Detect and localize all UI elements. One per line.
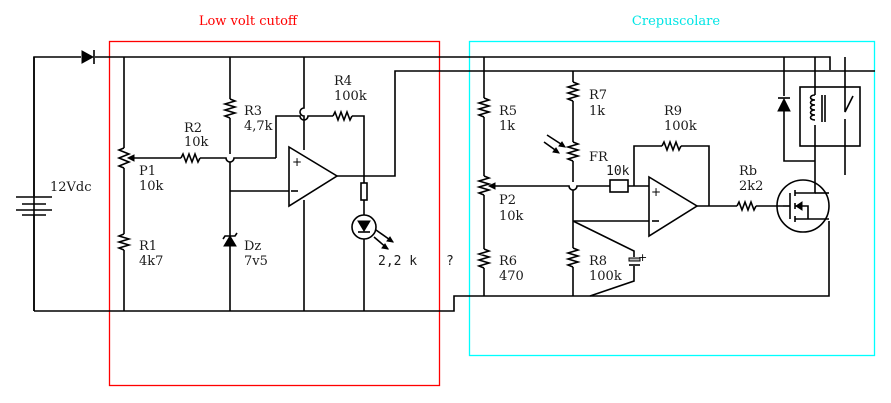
opamp-1-icon: +: [288, 145, 339, 208]
dz-value: 7v5: [244, 254, 268, 269]
r4-resistor-icon: [332, 109, 353, 123]
relay-icon: [799, 57, 861, 175]
r1-resistor-icon: [116, 233, 132, 251]
input-resistor-icon: [609, 179, 629, 193]
rb-ref: Rb: [739, 164, 757, 179]
r7-value: 1k: [589, 104, 605, 119]
battery-icon: [16, 57, 52, 311]
svg-text:+: +: [638, 251, 647, 264]
r3-value: 4,7k: [244, 119, 273, 134]
bottom-rail: [34, 221, 830, 312]
led-icon: [351, 214, 394, 250]
r4-value: 100k: [334, 89, 367, 104]
opamp-2-icon: +: [648, 175, 699, 238]
r8-resistor-icon: [565, 247, 581, 268]
r5-ref: R5: [499, 104, 517, 119]
r1-ref: R1: [139, 239, 157, 254]
led-value: 2,2 k: [378, 254, 417, 269]
mosfet-icon: [776, 179, 830, 233]
r6-ref: R6: [499, 254, 517, 269]
r8-ref: R8: [589, 254, 607, 269]
crepuscolare-box: [468, 40, 876, 357]
r2-value: 10k: [184, 135, 209, 150]
led-resistor-icon: [360, 182, 368, 201]
r7-resistor-icon: [565, 81, 581, 102]
light-arrows-icon: [543, 134, 566, 154]
rb-value: 2k2: [739, 179, 763, 194]
low-volt-cutoff-title: Low volt cutoff: [199, 14, 299, 29]
supply-diode-icon: [81, 50, 95, 64]
p2-ref: P2: [499, 193, 516, 208]
r6-value: 470: [499, 269, 524, 284]
r5-value: 1k: [499, 119, 515, 134]
p1-value: 10k: [139, 179, 164, 194]
rb-resistor-icon: [736, 199, 757, 213]
r9-value: 100k: [664, 119, 697, 134]
svg-text:+: +: [651, 185, 661, 199]
r3-ref: R3: [244, 104, 262, 119]
input-resistor-value: 10k: [606, 164, 630, 179]
fr-ref: FR: [589, 150, 609, 165]
photoresistor-icon: [565, 141, 581, 162]
r4-ref: R4: [334, 74, 352, 89]
r5-resistor-icon: [476, 97, 492, 118]
low-volt-cutoff-box: [108, 40, 441, 387]
led-note: ?: [446, 254, 454, 269]
supply-label: 12Vdc: [50, 180, 92, 195]
r2-ref: R2: [184, 121, 202, 136]
p1-potentiometer-icon: [116, 147, 132, 169]
p1-ref: P1: [139, 164, 156, 179]
r8-value: 100k: [589, 269, 622, 284]
r2-resistor-icon: [180, 151, 201, 165]
r1-value: 4k7: [139, 254, 163, 269]
r6-resistor-icon: [476, 248, 492, 269]
r9-resistor-icon: [661, 139, 682, 153]
capacitor-icon: +: [628, 251, 647, 266]
crepuscolare-title: Crepuscolare: [632, 14, 720, 29]
svg-text:+: +: [292, 155, 302, 169]
p2-value: 10k: [499, 209, 524, 224]
dz-ref: Dz: [244, 239, 261, 254]
flyback-diode-icon: [777, 97, 791, 112]
r9-ref: R9: [664, 104, 682, 119]
r7-ref: R7: [589, 88, 607, 103]
p2-potentiometer-icon: [476, 175, 492, 196]
r3-resistor-icon: [222, 98, 238, 119]
